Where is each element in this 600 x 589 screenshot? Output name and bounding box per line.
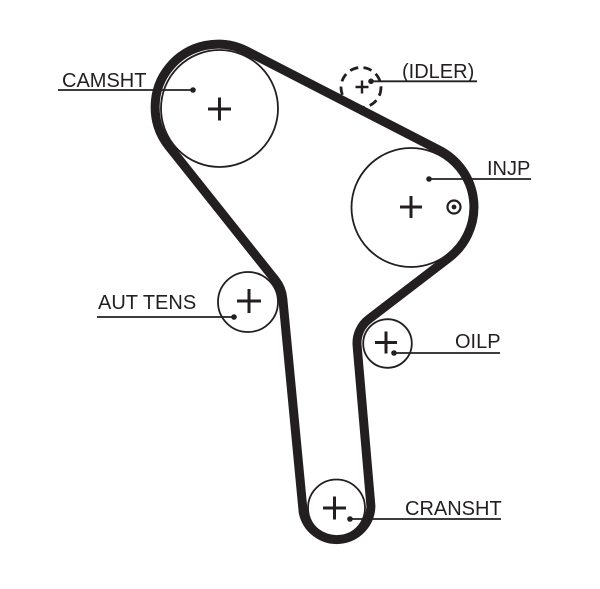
oil-pump-label: OILP [455, 331, 501, 353]
idler-pulley-circle-dashed [339, 66, 383, 109]
injection-pump-center-mark [400, 196, 422, 218]
crankshaft-pulley-circle [307, 478, 366, 538]
tensioner-leader-dot [231, 314, 237, 320]
injection-pump-bolt-center-dot [451, 204, 457, 210]
injection-pump-bolt-icon [446, 199, 462, 215]
idler-label: (IDLER) [402, 61, 474, 83]
camshaft-label: CAMSHT [62, 70, 146, 92]
camshaft-leader-dot [190, 87, 196, 93]
injection-pump-pulley-circle [350, 147, 472, 268]
tensioner-label: AUT TENS [98, 292, 196, 314]
oil-pump-center-mark [375, 331, 397, 354]
camshaft-center-mark [208, 97, 231, 121]
tensioner-pulley-circle [217, 271, 279, 333]
tensioner-center-mark [237, 289, 261, 313]
oil-pump-pulley-circle [362, 318, 413, 369]
idler-center-mark [355, 80, 369, 94]
timing-belt [150, 39, 479, 545]
crankshaft-label: CRANSHT [405, 498, 502, 520]
injection-pump-leader-dot [426, 176, 432, 182]
camshaft-pulley-circle [160, 49, 279, 168]
injection-pump-label: INJP [487, 158, 530, 180]
idler-leader-dot [368, 78, 374, 85]
crankshaft-leader-dot [347, 516, 353, 522]
crankshaft-center-mark [323, 496, 346, 520]
oil-pump-leader-dot [391, 350, 397, 356]
